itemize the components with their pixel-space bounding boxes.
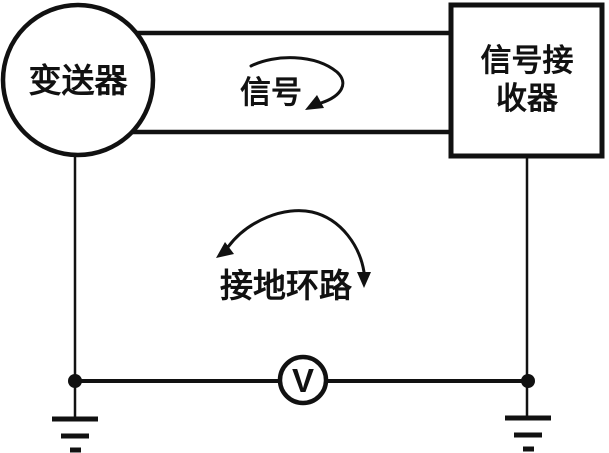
right-earth-ground-icon xyxy=(505,415,551,452)
left-earth-ground-icon xyxy=(52,416,98,453)
transmitter-label: 变送器 xyxy=(29,62,129,99)
signal-arrowhead-icon xyxy=(305,95,324,110)
ground-loop-arrowhead-right-icon xyxy=(357,272,371,288)
transmitter-symbol xyxy=(0,2,156,158)
ground-loop-arrow-curve xyxy=(226,209,366,274)
right-junction-dot xyxy=(521,374,535,388)
voltmeter-label: V xyxy=(292,362,314,399)
receiver-label-line1: 信号接 xyxy=(481,43,574,78)
receiver-label-line2: 收器 xyxy=(496,81,559,116)
signal-direction-arrow-curve xyxy=(249,56,345,105)
voltmeter-symbol xyxy=(277,354,329,406)
left-junction-dot xyxy=(68,374,82,388)
signal-label: 信号 xyxy=(240,75,302,110)
ground-loop-label: 接地环路 xyxy=(220,267,353,304)
receiver-symbol xyxy=(448,2,605,159)
ground-loop-arrowhead-left-icon xyxy=(216,242,234,258)
